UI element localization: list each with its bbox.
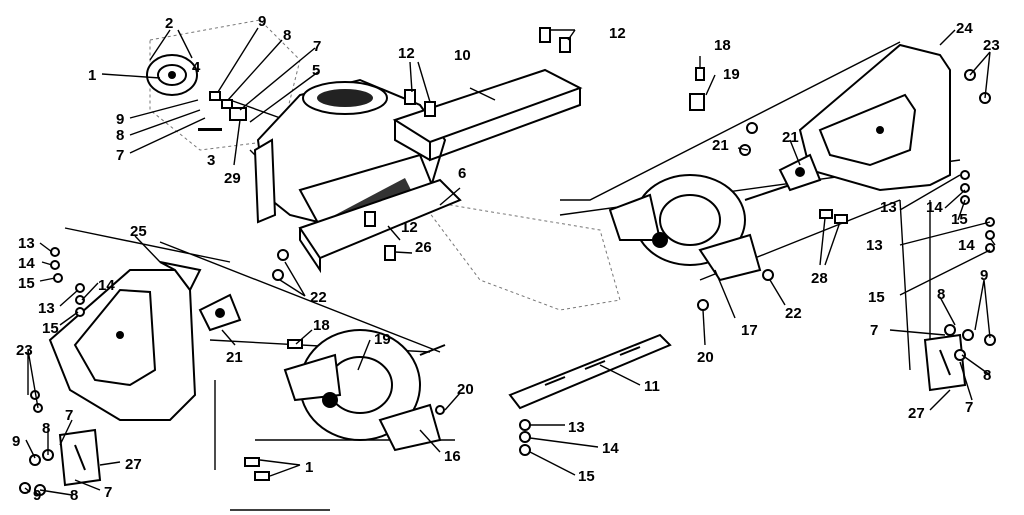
callout-1b: 1 [305,459,313,476]
callout-22b: 22 [310,289,327,306]
top-beam [392,68,583,162]
callout-18a: 18 [714,37,731,54]
callout-27b: 27 [125,456,142,473]
callout-21c: 21 [226,349,243,366]
callout-22a: 22 [785,305,802,322]
callout-28: 28 [811,270,828,287]
callout-15e: 15 [578,468,595,485]
callout-29: 29 [224,170,241,187]
left-skid-shoe [58,428,102,487]
callout-15b: 15 [868,289,885,306]
callout-23a: 23 [983,37,1000,54]
callout-14a: 14 [926,199,943,216]
callout-14d: 14 [98,277,115,294]
callout-27a: 27 [908,405,925,422]
callout-10: 10 [454,47,471,64]
callout-8c: 8 [937,286,945,303]
callout-7b: 7 [116,147,124,164]
callout-8e: 8 [42,420,50,437]
callout-4: 4 [192,59,201,76]
callout-6: 6 [458,165,466,182]
callout-14e: 14 [602,440,619,457]
callout-12b: 12 [609,25,626,42]
callout-1: 1 [88,67,96,84]
callout-11: 11 [644,378,660,395]
bearing-flange-left [198,293,242,332]
callout-9c: 9 [980,267,988,284]
callout-26: 26 [415,239,432,256]
callout-13b: 13 [866,237,883,254]
callout-20a: 20 [697,349,714,366]
callout-23b: 23 [16,342,33,359]
right-skid-shoe [923,333,967,392]
callout-15d: 15 [42,320,59,337]
callout-7d: 7 [965,399,973,416]
left-side-plate [48,261,202,421]
callout-12c: 12 [401,219,418,236]
callout-15a: 15 [951,211,968,228]
pulley [146,54,198,96]
callout-9: 9 [258,13,266,30]
callout-7c: 7 [870,322,878,339]
callout-13a: 13 [880,199,897,216]
callout-14c: 14 [18,255,35,272]
callout-19a: 19 [723,66,740,83]
callout-25: 25 [130,223,147,240]
lower-plate [298,178,462,274]
right-auger [608,174,791,282]
right-side-plate [798,43,951,192]
callout-3: 3 [207,152,215,169]
callout-9d: 9 [12,433,20,450]
callout-13d: 13 [38,300,55,317]
bearing-flange-right [778,153,822,192]
callout-2: 2 [165,15,173,32]
callout-13c: 13 [18,235,35,252]
callout-7f: 7 [104,484,112,501]
callout-19b: 19 [374,331,391,348]
callout-8b: 8 [116,127,124,144]
callout-21a: 21 [712,137,729,154]
callout-8f: 8 [70,487,78,504]
callout-21b: 21 [782,129,799,146]
callout-13e: 13 [568,419,585,436]
callout-24: 24 [956,20,973,37]
callout-7: 7 [313,38,321,55]
callout-9b: 9 [116,111,124,128]
callout-16: 16 [444,448,461,465]
callout-8: 8 [283,27,291,44]
callout-7e: 7 [65,407,73,424]
callout-labels: 1 2 4 9 8 7 5 9 8 7 3 29 12 10 12 18 19 … [12,13,1000,504]
callout-15c: 15 [18,275,35,292]
callout-14b: 14 [958,237,975,254]
callout-20b: 20 [457,381,474,398]
callout-18b: 18 [313,317,330,334]
leader-lines [24,27,996,511]
callout-17: 17 [741,322,758,339]
callout-5: 5 [312,62,320,79]
callout-9e: 9 [33,487,41,504]
scraper-bar [508,333,672,410]
left-auger [283,329,446,452]
callout-8d: 8 [983,367,991,384]
callout-12a: 12 [398,45,415,62]
background-machine-outline [149,19,621,311]
